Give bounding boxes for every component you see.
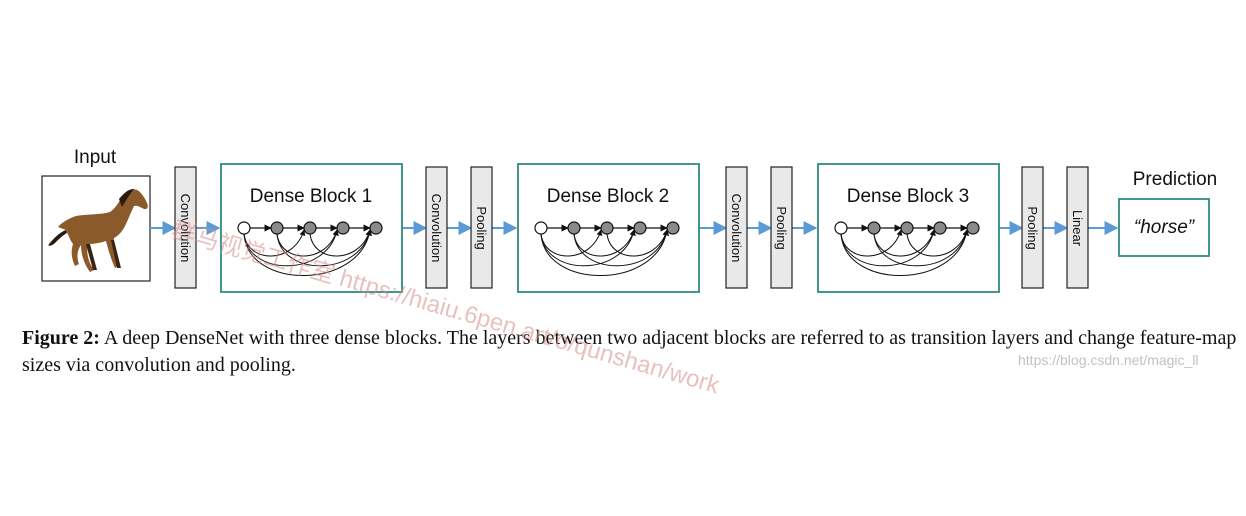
layer-pool2: Pooling xyxy=(470,166,493,289)
dense-skip-edge xyxy=(873,229,969,267)
layer-pool3-label: Pooling xyxy=(774,206,789,249)
layer-conv3-label: Convolution xyxy=(729,194,744,263)
dense-skip-edge xyxy=(840,229,903,257)
layer-conv3: Convolution xyxy=(725,166,748,289)
dense-block-2: Dense Block 2 xyxy=(517,163,700,293)
layer-linear-label: Linear xyxy=(1070,210,1085,247)
dense-layer-node xyxy=(933,221,947,235)
dense-layer-node xyxy=(270,221,284,235)
layer-linear: Linear xyxy=(1066,166,1089,289)
dense-skip-edge xyxy=(906,229,969,257)
layer-conv2: Convolution xyxy=(425,166,448,289)
dense-skip-edge xyxy=(243,229,373,276)
dense-skip-edge xyxy=(540,229,603,257)
layer-pool4-label: Pooling xyxy=(1025,206,1040,249)
dense-layer-node xyxy=(600,221,614,235)
figure-caption: Figure 2: A deep DenseNet with three den… xyxy=(22,325,1237,379)
layer-conv2-label: Convolution xyxy=(429,194,444,263)
dense-input-node xyxy=(237,221,251,235)
layer-pool2-label: Pooling xyxy=(474,206,489,249)
dense-skip-edge xyxy=(573,229,669,267)
dense-layer-node xyxy=(666,221,680,235)
source-watermark: https://blog.csdn.net/magic_ll xyxy=(1018,352,1199,368)
dense-layer-node xyxy=(867,221,881,235)
layer-pool4: Pooling xyxy=(1021,166,1044,289)
dense-skip-edge xyxy=(540,229,670,276)
dense-skip-edge xyxy=(276,229,339,257)
dense-layer-node xyxy=(336,221,350,235)
prediction-value: “horse” xyxy=(1134,217,1196,238)
prediction-label: Prediction xyxy=(1133,169,1218,190)
layer-pool3: Pooling xyxy=(770,166,793,289)
dense-block-1-graph xyxy=(237,221,383,276)
dense-input-node xyxy=(534,221,548,235)
dense-skip-edge xyxy=(840,229,970,276)
dense-skip-edge xyxy=(243,229,339,267)
dense-layer-node xyxy=(303,221,317,235)
input-label: Input xyxy=(74,147,117,168)
dense-layer-node xyxy=(567,221,581,235)
dense-skip-edge xyxy=(606,229,669,257)
dense-block-3: Dense Block 3 xyxy=(817,163,1000,293)
dense-skip-edge xyxy=(276,229,372,267)
dense-block-3-title: Dense Block 3 xyxy=(847,186,970,207)
layer-conv1: Convolution xyxy=(174,166,197,289)
dense-layer-node xyxy=(966,221,980,235)
dense-block-1: Dense Block 1 xyxy=(220,163,403,293)
dense-block-1-title: Dense Block 1 xyxy=(250,186,373,207)
caption-text: A deep DenseNet with three dense blocks.… xyxy=(22,327,1237,376)
dense-skip-edge xyxy=(573,229,636,257)
dense-skip-edge xyxy=(540,229,636,267)
dense-layer-node xyxy=(633,221,647,235)
dense-block-2-title: Dense Block 2 xyxy=(547,186,670,207)
dense-skip-edge xyxy=(243,229,306,257)
dense-skip-edge xyxy=(309,229,372,257)
prediction-box xyxy=(1118,198,1210,257)
dense-skip-edge xyxy=(873,229,936,257)
caption-label: Figure 2: xyxy=(22,327,100,349)
dense-layer-node xyxy=(369,221,383,235)
dense-block-2-graph xyxy=(534,221,680,276)
horse-image xyxy=(48,189,148,272)
dense-layer-node xyxy=(900,221,914,235)
layer-conv1-label: Convolution xyxy=(178,194,193,263)
dense-block-3-graph xyxy=(834,221,980,276)
dense-skip-edge xyxy=(840,229,936,267)
dense-input-node xyxy=(834,221,848,235)
